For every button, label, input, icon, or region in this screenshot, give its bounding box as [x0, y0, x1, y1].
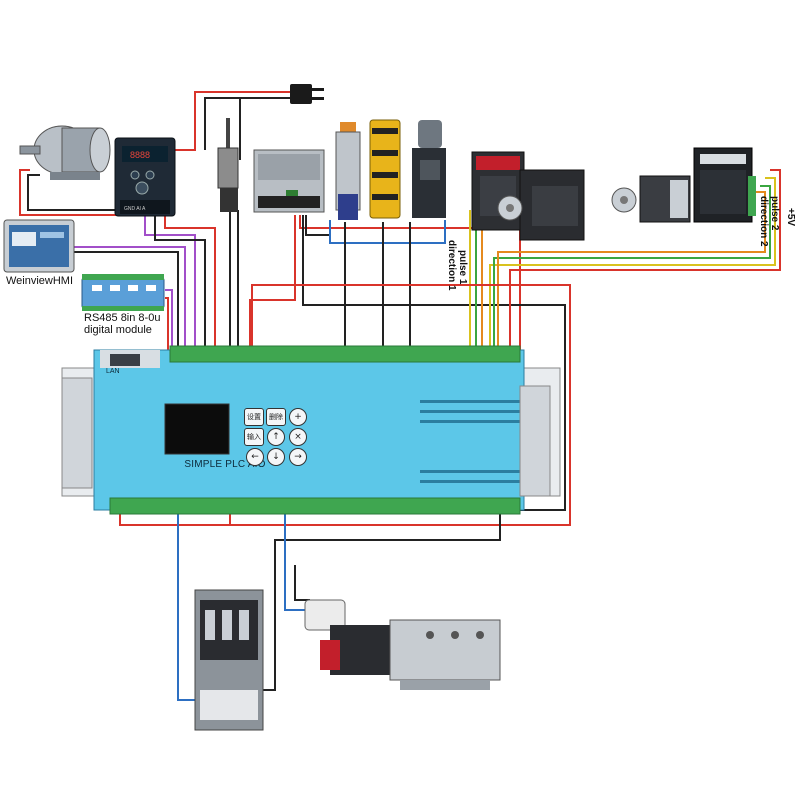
ac-motor: [19, 125, 111, 180]
plc-key-plus[interactable]: +: [289, 408, 307, 426]
plc-controller: [61, 345, 561, 515]
rs485-module: [81, 274, 165, 311]
psu-red-top: [249, 215, 296, 352]
lan-label: LAN: [106, 368, 120, 375]
hmi-screen: [3, 219, 75, 273]
valve-blue: [284, 510, 305, 611]
stepper-yellow: [489, 177, 776, 352]
photoelectric-sensor: [369, 119, 401, 219]
plc-key-settings[interactable]: 设置: [244, 408, 264, 426]
psu-black-2: [305, 215, 330, 236]
valve-black: [294, 565, 310, 601]
vfd-plc-black: [154, 215, 206, 352]
rs485-plc-red: [165, 297, 169, 352]
plc-key-cancel[interactable]: ×: [289, 428, 307, 446]
plc-title: SIMPLE PLC AIO: [184, 459, 266, 470]
motor-vfd-red: [19, 169, 120, 216]
plc-key-delete[interactable]: 删除: [266, 408, 286, 426]
encoder: [217, 118, 239, 212]
svg-text:GND AI A: GND AI A: [124, 206, 146, 212]
limit-switch: [412, 120, 446, 218]
wires: [19, 91, 781, 701]
plc-key-down[interactable]: ↓: [267, 448, 285, 466]
stepper-red: [509, 169, 781, 352]
direction2-label: direction 2: [758, 196, 769, 247]
hmi-plc-purple: [70, 246, 186, 352]
plc-key-left[interactable]: ←: [246, 448, 264, 466]
psu-black-loop: [302, 215, 566, 511]
proximity-sensor: [335, 122, 361, 220]
rs485-label-line1: RS485 8in 8-0u: [84, 312, 161, 324]
servo-motor: [497, 169, 585, 241]
rs485-label-line2: digital module: [84, 324, 152, 336]
plc-key-right[interactable]: →: [289, 448, 307, 466]
plc-key-enter[interactable]: 输入: [244, 428, 264, 446]
pulse1-label: pulse 1: [457, 250, 468, 285]
plus5v-label: +5V: [785, 208, 796, 227]
vfd-inverter: 8888 GND AI A: [114, 137, 176, 217]
plug-wire-red: [170, 91, 300, 151]
power-supply: [253, 149, 325, 213]
solenoid-valve: [304, 599, 501, 690]
contactor-blue: [177, 510, 195, 701]
bottom-black-loop: [274, 510, 501, 585]
motor-vfd-black: [27, 174, 125, 211]
hmi-label: WeinviewHMI: [6, 275, 74, 287]
contactor: [194, 589, 264, 731]
plc-key-up[interactable]: ↑: [267, 428, 285, 446]
sensor-blue-bus: [329, 220, 446, 244]
bottom-red-bus: [119, 284, 571, 526]
stepper-green: [493, 185, 771, 352]
direction1-label: direction 1: [446, 240, 457, 291]
pulse2-label: pulse 2: [769, 196, 780, 231]
vfd-plc-purple: [144, 215, 196, 352]
stepper-driver: [693, 147, 756, 223]
hmi-plc-black: [70, 251, 179, 352]
plug-wire-black-2: [204, 97, 300, 150]
rs485-plc-purple: [165, 289, 173, 352]
svg-text:8888: 8888: [130, 150, 150, 160]
stepper-motor: [611, 175, 691, 223]
power-plug: [290, 84, 324, 104]
vfd-plc-red: [164, 215, 216, 352]
